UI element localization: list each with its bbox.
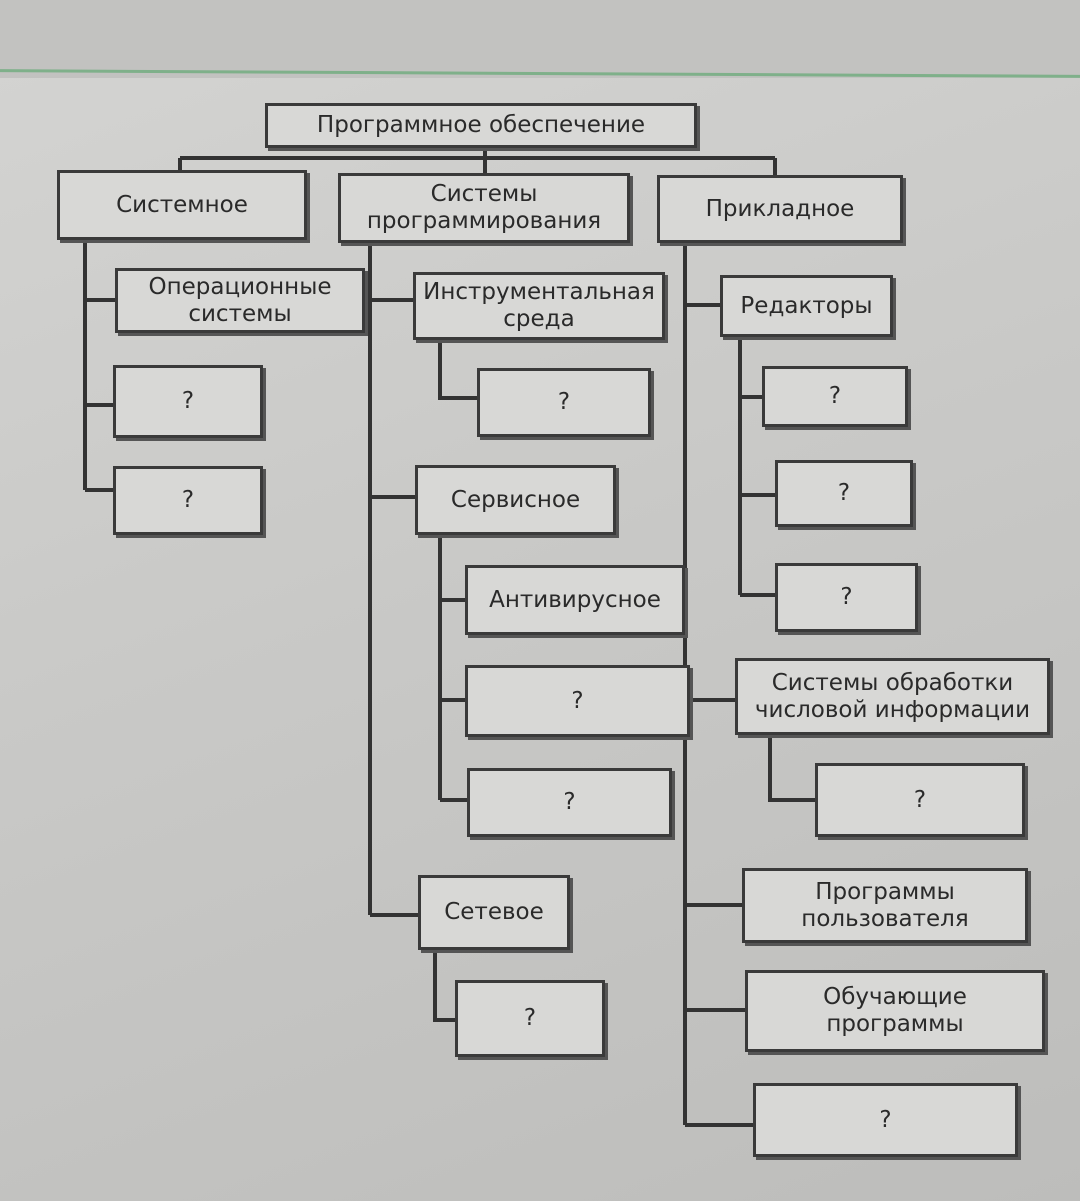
unknown-box: ? xyxy=(753,1083,1018,1157)
tool-env-box: Инструментальная среда xyxy=(413,272,665,340)
programming-label: Системы программирования xyxy=(366,181,602,234)
root-box: Программное обеспечение xyxy=(265,103,697,148)
service-box: Сервисное xyxy=(415,465,616,535)
tool-env-label: Инструментальная среда xyxy=(423,279,655,332)
editors-box: Редакторы xyxy=(720,275,893,337)
unknown-label: ? xyxy=(913,786,927,813)
unknown-label: ? xyxy=(837,480,851,506)
applied-box: Прикладное xyxy=(657,175,903,243)
unknown-label: ? xyxy=(571,687,584,714)
user-programs-box: Программы пользователя xyxy=(742,868,1028,943)
unknown-box: ? xyxy=(775,460,913,527)
learning-box: Обучающие программы xyxy=(745,970,1045,1052)
unknown-label: ? xyxy=(181,487,195,513)
os-label: Операционные системы xyxy=(148,273,332,327)
unknown-label: ? xyxy=(563,789,576,815)
unknown-box: ? xyxy=(455,980,605,1057)
network-label: Сетевое xyxy=(444,899,544,925)
antivirus-label: Антивирусное xyxy=(489,586,661,613)
programming-box: Системы программирования xyxy=(338,173,630,243)
unknown-box: ? xyxy=(465,665,690,737)
unknown-label: ? xyxy=(879,1106,892,1133)
editors-label: Редакторы xyxy=(740,292,873,319)
unknown-box: ? xyxy=(113,365,263,438)
learning-label: Обучающие программы xyxy=(823,984,967,1037)
numeric-box: Системы обработки числовой информации xyxy=(735,658,1050,735)
system-box: Системное xyxy=(57,170,307,240)
unknown-label: ? xyxy=(523,1005,537,1031)
unknown-box: ? xyxy=(775,563,918,632)
antivirus-box: Антивирусное xyxy=(465,565,685,635)
unknown-label: ? xyxy=(840,584,853,610)
network-box: Сетевое xyxy=(418,875,570,950)
numeric-label: Системы обработки числовой информации xyxy=(754,669,1031,723)
page-top xyxy=(0,0,1080,78)
unknown-box: ? xyxy=(113,466,263,535)
root-label: Программное обеспечение xyxy=(316,112,646,138)
unknown-box: ? xyxy=(815,763,1025,837)
applied-label: Прикладное xyxy=(705,195,855,222)
unknown-label: ? xyxy=(828,383,842,409)
user-programs-label: Программы пользователя xyxy=(801,878,969,932)
system-label: Системное xyxy=(116,191,248,218)
unknown-label: ? xyxy=(557,389,571,415)
unknown-label: ? xyxy=(181,388,195,414)
unknown-box: ? xyxy=(477,368,651,437)
os-box: Операционные системы xyxy=(115,268,365,333)
unknown-box: ? xyxy=(467,768,672,837)
unknown-box: ? xyxy=(762,366,908,427)
service-label: Сервисное xyxy=(450,486,581,513)
